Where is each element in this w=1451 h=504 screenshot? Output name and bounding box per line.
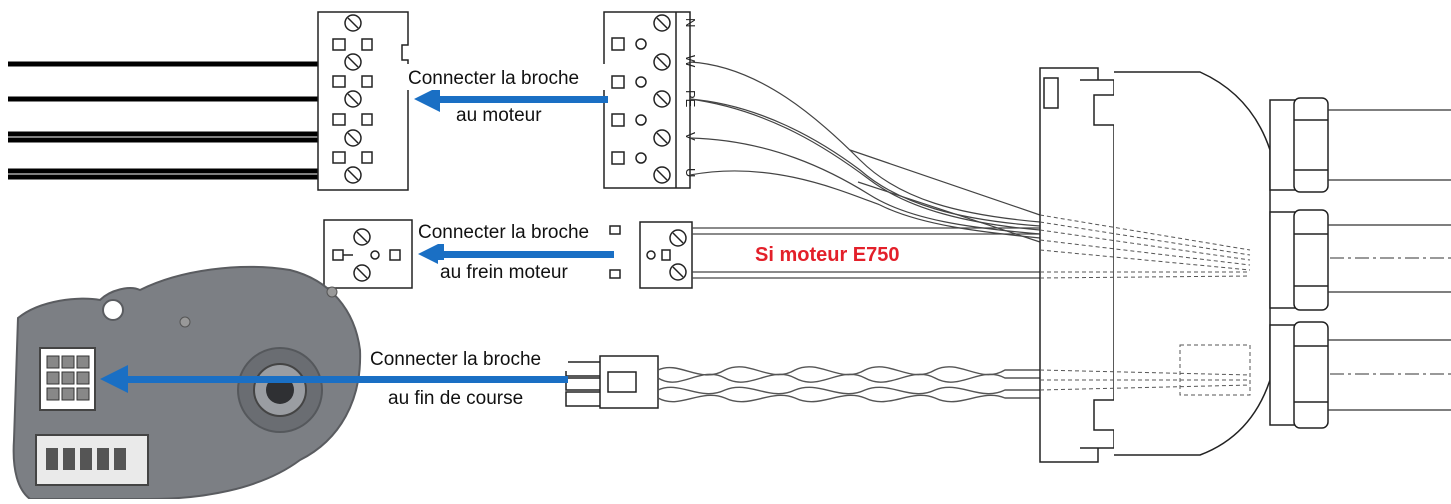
annotation-brake-line1: Connecter la broche [418,222,589,243]
brake-cable [692,227,1040,279]
annotation-motor-line2: au moteur [456,105,542,126]
limit-connector [565,355,659,409]
motor-wires-bundle [8,61,330,180]
brake-connector-right [609,221,693,289]
hidden-internal-wires [1039,214,1251,396]
annotation-limit: Connecter la broche au fin de course [368,345,568,412]
terminal-label-v: V [683,132,698,141]
annotation-limit-line2: au fin de course [388,388,523,409]
annotation-motor-line1: Connecter la broche [408,68,579,89]
annotation-brake: Connecter la broche au frein moteur [416,218,608,286]
brake-connector-left [323,219,413,289]
annotation-motor: Connecter la broche au moteur [405,64,605,129]
e750-note: Si moteur E750 [755,244,900,266]
outgoing-cables [1328,109,1451,411]
motor-connector-left [317,11,409,191]
motor-connector-right [603,11,691,189]
motor-housing-icon [1039,67,1329,463]
terminal-label-u: U [683,168,698,177]
annotation-brake-line2: au frein moteur [440,262,568,283]
annotation-limit-line1: Connecter la broche [370,349,541,370]
limit-cable-twisted [657,366,1040,403]
terminal-label-n: N [683,18,698,27]
motor-cable [689,61,1041,243]
screw-terminal-icon [344,14,362,184]
arrow-left-icon [100,86,614,393]
